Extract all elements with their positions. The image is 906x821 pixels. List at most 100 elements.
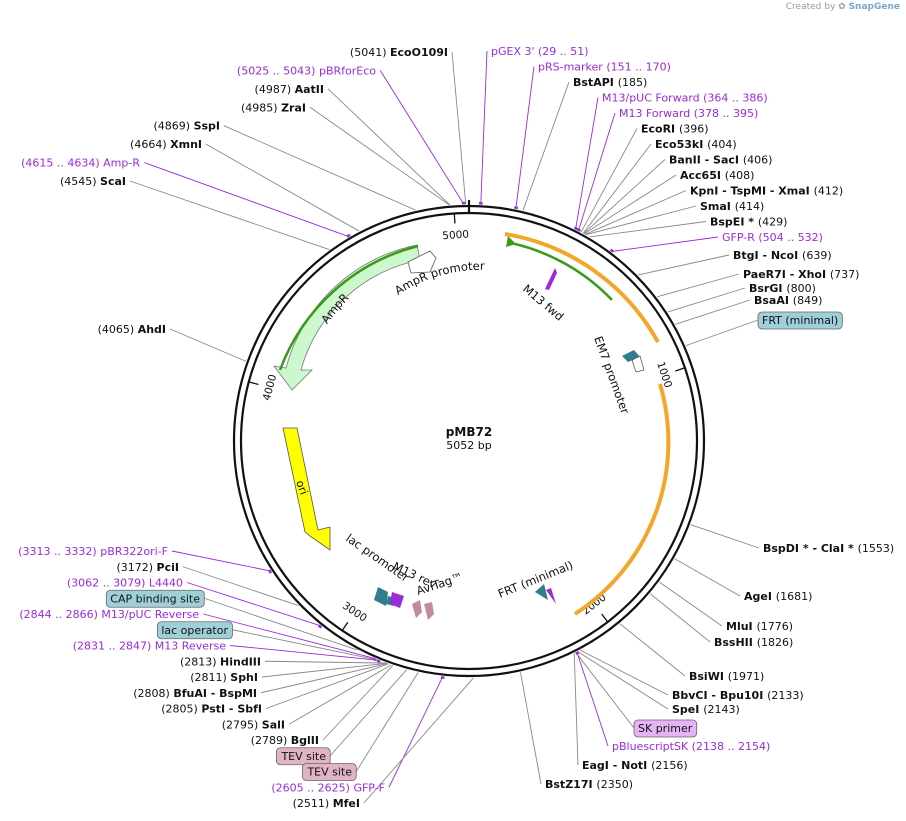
enzyme-site[interactable]: SpeI (2143) <box>672 703 740 716</box>
enzyme-site[interactable]: (3172) PciI <box>116 561 179 574</box>
site-position: (429) <box>758 216 788 229</box>
site-position: (406) <box>743 154 773 167</box>
lac-operator-icon <box>390 592 404 608</box>
feature-ampr[interactable]: AmpR <box>273 244 421 391</box>
primer-site[interactable]: (2831 .. 2847) M13 Reverse <box>73 640 226 653</box>
site-position: (1826) <box>757 636 794 649</box>
enzyme-site[interactable]: BsrGI (800) <box>749 282 816 295</box>
enzyme-site[interactable]: BspEI * (429) <box>710 216 787 229</box>
site-position: (2795) <box>222 718 262 731</box>
enzyme-site[interactable]: (2511) MfeI <box>293 797 360 810</box>
svg-text:M13/pUC Forward (364 .. 386): M13/pUC Forward (364 .. 386) <box>602 92 768 105</box>
primer-site[interactable]: (3062 .. 3079) L4440 <box>67 577 183 590</box>
site-name: BglII <box>291 734 319 747</box>
enzyme-site[interactable]: (4545) ScaI <box>60 175 126 188</box>
primer-site[interactable]: (4615 .. 4634) Amp-R <box>21 157 140 170</box>
feature-tag[interactable]: TEV site <box>302 763 357 781</box>
enzyme-site[interactable]: EagI - NotI (2156) <box>582 759 688 772</box>
primer-site[interactable]: pBluescriptSK (2138 .. 2154) <box>612 740 770 753</box>
enzyme-site[interactable]: BsiWI (1971) <box>689 670 764 683</box>
primer-site[interactable]: (2605 .. 2625) GFP-F <box>271 781 385 794</box>
enzyme-site[interactable]: BstAPI (185) <box>573 76 647 89</box>
primer-site[interactable]: (2844 .. 2866) M13/pUC Reverse <box>19 608 199 621</box>
primer-site[interactable]: GFP-R (504 .. 532) <box>722 231 823 244</box>
feature-tag[interactable]: FRT (minimal) <box>757 311 843 330</box>
site-position: (3313 .. 3332) <box>18 545 100 558</box>
site-name: HindIII <box>220 655 261 668</box>
enzyme-site[interactable]: BssHII (1826) <box>714 636 793 649</box>
enzyme-site[interactable]: (4985) ZraI <box>241 101 306 114</box>
site-position: (1553) <box>858 542 895 555</box>
site-name: M13/pUC Reverse <box>101 608 199 621</box>
primer-site[interactable]: pRS-marker (151 .. 170) <box>538 61 671 74</box>
feature-tag[interactable]: TEV site <box>276 747 331 766</box>
enzyme-site[interactable]: (5041) EcoO109I <box>350 46 448 59</box>
enzyme-site[interactable]: AgeI (1681) <box>744 590 812 603</box>
site-position: (2138 .. 2154) <box>692 740 771 753</box>
site-position: (2808) <box>133 687 173 700</box>
primer-site[interactable]: pGEX 3' (29 .. 51) <box>491 45 589 58</box>
feature-tag[interactable]: SK primer <box>633 719 698 738</box>
svg-text:(4985) ZraI: (4985) ZraI <box>241 101 306 114</box>
enzyme-site[interactable]: (2813) HindIII <box>180 655 261 668</box>
svg-text:Acc65I (408): Acc65I (408) <box>680 169 754 182</box>
enzyme-site[interactable]: BanII - SacI (406) <box>669 154 772 167</box>
svg-text:(4664) XmnI: (4664) XmnI <box>130 138 202 151</box>
site-name: AgeI <box>744 590 776 603</box>
site-position: (849) <box>793 294 823 307</box>
leader-line <box>611 236 719 252</box>
feature-tag[interactable]: lac operator <box>156 621 233 640</box>
primer-site[interactable]: (5025 .. 5043) pBRforEco <box>237 64 376 77</box>
site-position: (1681) <box>776 590 813 603</box>
leader-line <box>575 652 635 729</box>
enzyme-site[interactable]: (4664) XmnI <box>130 138 202 151</box>
leader-line <box>578 112 616 231</box>
svg-text:(2811) SphI: (2811) SphI <box>190 671 258 684</box>
primer-mark <box>514 206 519 210</box>
enzyme-site[interactable]: EcoRI (396) <box>641 123 709 136</box>
enzyme-site[interactable]: (2811) SphI <box>190 671 258 684</box>
enzyme-site[interactable]: (2805) PstI - SbfI <box>161 703 262 716</box>
site-position: (4987) <box>255 83 295 96</box>
feature-tag[interactable]: CAP binding site <box>105 589 205 608</box>
site-position: (378 .. 395) <box>694 107 759 120</box>
svg-text:(4987) AatII: (4987) AatII <box>255 83 324 96</box>
site-name: Acc65I <box>680 169 725 182</box>
leader-line <box>363 677 474 804</box>
site-position: (737) <box>830 268 860 281</box>
enzyme-site[interactable]: (4987) AatII <box>255 83 324 96</box>
enzyme-site[interactable]: PaeR7I - XhoI (737) <box>743 268 859 281</box>
site-name: pGEX 3' <box>491 45 538 58</box>
leader-line <box>585 190 687 235</box>
tag-label: lac operator <box>161 624 228 637</box>
leader-line <box>583 174 677 235</box>
primer-mark <box>575 650 580 655</box>
tag-box <box>302 763 357 781</box>
enzyme-site[interactable]: (2808) BfuAI - BspMI <box>133 687 257 700</box>
enzyme-site[interactable]: BbvCI - Bpu10I (2133) <box>672 689 804 702</box>
enzyme-site[interactable]: KpnI - TspMI - XmaI (412) <box>690 185 843 198</box>
site-name: BsrGI <box>749 282 786 295</box>
enzyme-site[interactable]: BsaAI (849) <box>754 294 822 307</box>
tag-box <box>105 589 205 608</box>
enzyme-site[interactable]: BstZ17I (2350) <box>545 778 633 791</box>
primer-site[interactable]: M13/pUC Forward (364 .. 386) <box>602 92 768 105</box>
enzyme-site[interactable]: BspDI * - ClaI * (1553) <box>763 542 894 555</box>
enzyme-site[interactable]: SmaI (414) <box>700 200 764 213</box>
enzyme-site[interactable]: (4065) AhdI <box>98 323 166 336</box>
leader-line <box>583 159 666 234</box>
svg-text:(3172) PciI: (3172) PciI <box>116 561 179 574</box>
enzyme-site[interactable]: (4869) SspI <box>153 120 220 133</box>
site-name: BanII - SacI <box>669 154 743 167</box>
enzyme-site[interactable]: MluI (1776) <box>726 620 793 633</box>
feature-ori[interactable]: ori <box>282 427 331 551</box>
primer-site[interactable]: M13 Forward (378 .. 395) <box>619 107 758 120</box>
enzyme-site[interactable]: (2789) BglII <box>251 734 319 747</box>
enzyme-site[interactable]: Acc65I (408) <box>680 169 754 182</box>
enzyme-site[interactable]: (2795) SalI <box>222 718 285 731</box>
enzyme-site[interactable]: Eco53kI (404) <box>655 138 737 151</box>
site-name: Amp-R <box>103 157 140 170</box>
enzyme-site[interactable]: BtgI - NcoI (639) <box>733 249 832 262</box>
primer-site[interactable]: (3313 .. 3332) pBR322ori-F <box>18 545 168 558</box>
site-position: (4545) <box>60 175 100 188</box>
